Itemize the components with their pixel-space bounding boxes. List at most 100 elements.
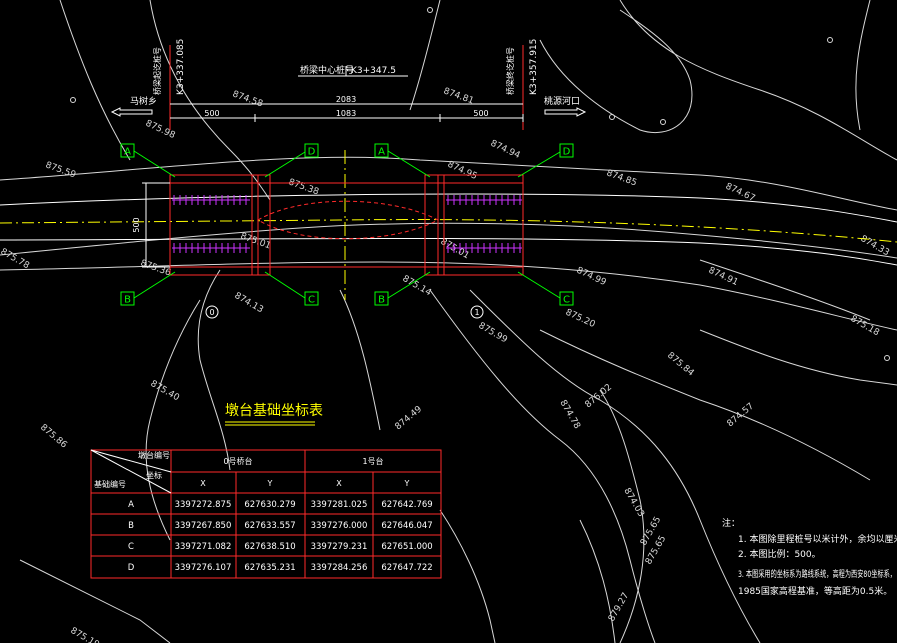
left-direction-arrow — [110, 107, 153, 117]
table-col-x: X — [200, 479, 206, 488]
axis-label-B: B — [378, 295, 385, 306]
contour-label: 875.78 — [0, 247, 31, 272]
table-cell: 3397272.875 — [175, 500, 232, 510]
contour-label: 875.14 — [401, 274, 434, 299]
table-cell: 3397284.256 — [311, 563, 368, 573]
start-station-label: 桥梁起讫桩号 — [152, 47, 162, 95]
contour-label: 874.58 — [231, 89, 264, 109]
contour-label: 879.27 — [607, 591, 631, 623]
table-cell: 3397281.025 — [311, 500, 368, 510]
contour-label: 874.94 — [489, 139, 522, 161]
right-direction-label: 桃源河口 — [544, 95, 580, 107]
axis-leaders — [133, 150, 561, 299]
table-title: 墩台基础坐标表 — [225, 402, 323, 419]
table-corner-bottom: 基础编号 — [94, 479, 126, 489]
table-corner-mid: 坐标 — [146, 470, 162, 480]
dimension-lines — [142, 103, 524, 268]
bridge-structure — [169, 174, 524, 276]
note-item: 1985国家高程基准，等高距为0.5米。 — [738, 585, 892, 597]
contour-label: 875.01 — [239, 231, 272, 251]
pile-rows — [172, 199, 522, 249]
contour-label: 874.13 — [233, 291, 265, 315]
table-cell: 3397279.231 — [311, 542, 368, 552]
contour-label: 874.03 — [621, 487, 645, 519]
contour-label: 874.78 — [557, 399, 582, 432]
table-cell: 3397276.000 — [311, 521, 368, 531]
table-cell: 3397276.107 — [175, 563, 232, 573]
table-cell: 627633.557 — [244, 521, 295, 531]
pier-marker-0: 0 — [209, 308, 214, 317]
table-cell: 627638.510 — [244, 542, 295, 552]
table-cell-id: A — [128, 500, 134, 510]
road-edges — [0, 193, 897, 266]
pier-marker-1: 1 — [474, 308, 479, 317]
dim-middle: 1083 — [336, 109, 356, 118]
table-cell-id: D — [128, 563, 135, 573]
axis-label-D: D — [308, 147, 316, 158]
dim-width: 500 — [132, 217, 141, 232]
abutment-1 — [424, 174, 524, 276]
contour-label: 874.57 — [726, 401, 757, 429]
note-item: 2. 本图比例：500。 — [738, 548, 821, 560]
notes: 注： 1. 本图除里程桩号以米计外，余均以厘米计。 2. 本图比例：500。 3… — [722, 517, 897, 597]
axis-label-B: B — [124, 295, 131, 306]
contour-label: 874.99 — [575, 266, 608, 288]
table-cell-id: B — [128, 521, 134, 531]
center-station-label: 桥梁中心桩号 — [300, 64, 354, 76]
left-direction-label: 马树乡 — [130, 95, 157, 107]
table-group-0: 0号桥台 — [223, 456, 252, 466]
axis-labels: A D B C A D B C — [120, 143, 574, 306]
coordinate-table — [90, 449, 442, 579]
table-cell: 627630.279 — [244, 500, 295, 510]
axis-label-D: D — [563, 147, 571, 158]
start-station-value: K3+337.085 — [176, 39, 186, 95]
contour-label: 875.19 — [69, 626, 102, 643]
table-corner-top: 墩台编号 — [138, 450, 170, 460]
contour-label: 875.99 — [477, 321, 510, 346]
table-col-y: Y — [267, 479, 273, 488]
pier-markers — [205, 305, 484, 319]
abutment-0 — [169, 174, 271, 276]
axis-label-C: C — [308, 295, 315, 306]
note-item: 3. 本图采用的坐标系为路线系统，高程为西安80坐标系， — [738, 568, 896, 580]
axis-label-A: A — [378, 147, 385, 158]
contour-label: 874.91 — [707, 266, 740, 288]
dim-total: 2083 — [336, 95, 356, 104]
contour-label: 874.49 — [394, 404, 425, 432]
table-cell: 627642.769 — [381, 500, 432, 510]
road-centerline — [0, 219, 897, 243]
table-group-1: 1号台 — [362, 456, 383, 466]
contour-label: 875.38 — [287, 177, 320, 197]
table-col-y: Y — [404, 479, 410, 488]
end-station-value: K3+357.915 — [529, 39, 539, 95]
contour-label: 875.20 — [564, 308, 597, 330]
end-station-label: 桥梁终讫桩号 — [505, 47, 515, 95]
note-item: 1. 本图除里程桩号以米计外，余均以厘米计。 — [738, 533, 897, 545]
dim-left: 500 — [204, 109, 219, 118]
notes-heading: 注： — [722, 517, 740, 529]
contour-label: 875.98 — [144, 119, 177, 141]
center-station-value: K3+347.5 — [351, 66, 396, 76]
axis-label-C: C — [563, 295, 570, 306]
contour-label: 875.36 — [139, 258, 172, 278]
table-cell: 3397267.850 — [175, 521, 232, 531]
dim-right: 500 — [473, 109, 488, 118]
contour-label: 875.59 — [44, 160, 77, 180]
contour-label: 875.86 — [38, 423, 69, 451]
table-cell: 627635.231 — [244, 563, 295, 573]
table-col-x: X — [336, 479, 342, 488]
table-headers: 墩台编号 坐标 基础编号 0号桥台 1号台 X Y X Y — [94, 450, 410, 489]
table-cell: 3397271.082 — [175, 542, 232, 552]
pile-ticks — [173, 195, 521, 253]
table-cell: 627647.722 — [381, 563, 432, 573]
table-cell: 627651.000 — [381, 542, 432, 552]
contour-label: 875.40 — [149, 379, 182, 404]
table-rows: A 3397272.875 627630.279 3397281.025 627… — [128, 500, 433, 573]
right-direction-arrow — [544, 107, 587, 117]
contour-label: 875.84 — [665, 351, 696, 379]
table-cell: 627646.047 — [381, 521, 432, 531]
survey-points — [70, 7, 890, 361]
